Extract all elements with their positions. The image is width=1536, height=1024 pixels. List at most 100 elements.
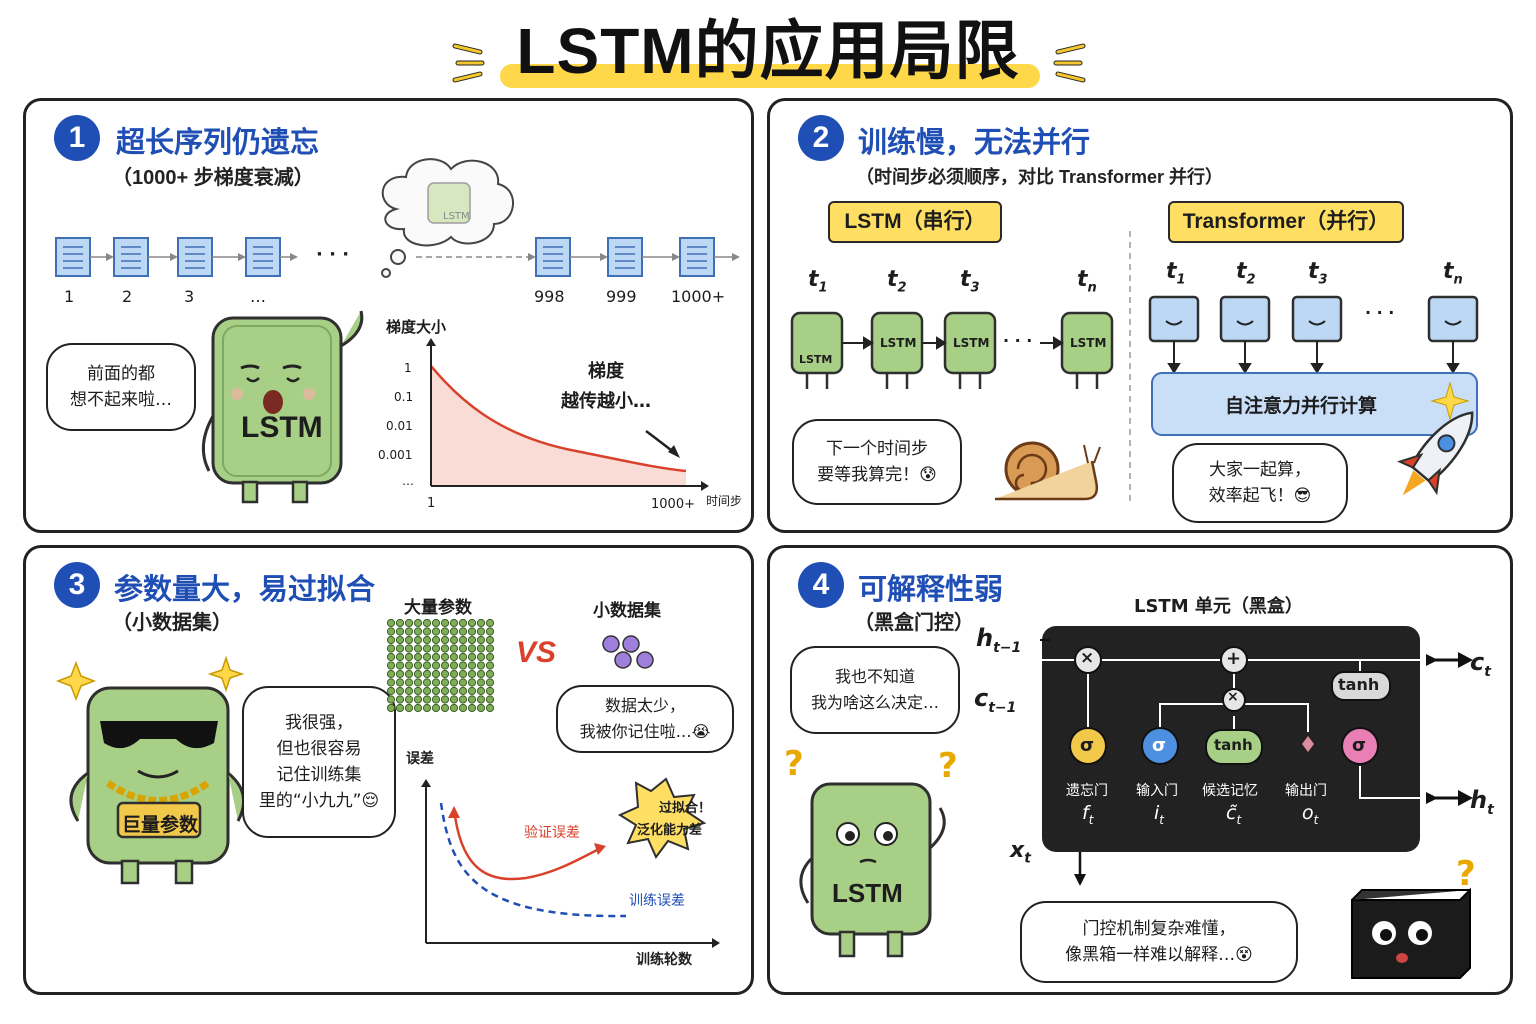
param-dot (440, 686, 450, 696)
h-out-label: ht (1470, 786, 1494, 818)
bubble-line: 里的“小九九”😌 (258, 791, 380, 811)
serial-vs-parallel-diagram (790, 231, 1479, 501)
param-dot (440, 618, 450, 628)
param-dot (386, 635, 396, 645)
param-dot (440, 627, 450, 636)
bubble-line: 下一个时间步 (826, 439, 928, 459)
speech-bubble: 前面的都 想不起来啦… (46, 343, 196, 431)
param-dot (431, 627, 441, 636)
param-dot (431, 678, 441, 687)
param-dot (431, 669, 441, 679)
param-dot (440, 661, 450, 670)
param-dot (449, 652, 459, 662)
param-dot (458, 678, 468, 687)
panel-subtitle: （时间步必须顺序，对比 Transformer 并行） (856, 167, 1224, 187)
param-dot (395, 669, 405, 679)
param-dot (404, 686, 414, 696)
panel-subtitle: （黑盒门控） (854, 612, 974, 634)
param-dot (476, 678, 486, 687)
t-label: tn (1077, 267, 1097, 296)
bubble-line: 我被你记住啦…😭 (579, 722, 711, 741)
param-dot (422, 618, 432, 628)
param-dot (422, 669, 432, 679)
gate-name: 输出门 (1285, 783, 1327, 799)
speech-bubble-bottom: 门控机制复杂难懂， 像黑箱一样难以解释…😵 (1020, 901, 1298, 983)
lstm-blackbox-diagram (799, 626, 1473, 979)
param-dot (386, 652, 396, 662)
y-tick: 1 (404, 361, 412, 375)
bubble-line: 要等我算完！😰 (817, 465, 937, 485)
attention-label: 自注意力并行计算 (1225, 395, 1378, 417)
document-icon (55, 237, 91, 277)
param-dot (386, 618, 396, 628)
param-dot (404, 661, 414, 670)
tanh-candidate: tanh (1214, 736, 1253, 754)
param-dot (431, 695, 441, 704)
param-dot (458, 635, 468, 645)
mascot-label: LSTM (241, 411, 323, 444)
param-dot (485, 652, 495, 662)
document-icon (679, 237, 715, 277)
param-dot (422, 644, 432, 653)
burst-line: 泛化能力差 (637, 823, 703, 838)
gradient-decay-chart (426, 338, 709, 491)
param-dot (422, 678, 432, 687)
speech-bubble-top: 我也不知道 我为啥这么决定… (790, 646, 960, 734)
param-dot (395, 686, 405, 696)
param-dot (467, 686, 477, 696)
param-dot (449, 703, 459, 713)
annotation-line: 梯度 (588, 361, 624, 382)
bubble-line: 想不起来啦… (70, 390, 172, 410)
y-tick: … (402, 474, 414, 488)
param-dot (431, 618, 441, 628)
param-dot (413, 635, 423, 645)
param-dot (476, 686, 486, 696)
param-dot (476, 635, 486, 645)
param-dot (386, 669, 396, 679)
panel-title: 可解释性弱 (858, 574, 1004, 606)
param-dot (395, 661, 405, 670)
param-dot (413, 627, 423, 636)
panel-number: 4 (798, 562, 844, 608)
add-op: + (1226, 648, 1242, 669)
param-dot (395, 635, 405, 645)
bubble-line: 效率起飞！😎 (1208, 486, 1312, 506)
param-dot (386, 661, 396, 670)
sad-lstm-mascot-icon (201, 310, 364, 504)
param-dot (449, 644, 459, 653)
document-icon (535, 237, 571, 277)
param-dot (476, 703, 486, 713)
param-dot (458, 661, 468, 670)
t-label: t1 (1166, 259, 1186, 288)
t-label: tn (1443, 259, 1463, 288)
param-dot (422, 627, 432, 636)
y-tick: 0.01 (386, 419, 413, 433)
gate-var: c̃t (1226, 802, 1242, 827)
multiply-op: × (1227, 689, 1239, 705)
param-dot (386, 627, 396, 636)
document-icon (177, 237, 213, 277)
bubble-line: 我为啥这么决定… (810, 693, 939, 712)
t-label: t2 (887, 267, 907, 296)
param-dot (476, 661, 486, 670)
param-dot (449, 695, 459, 704)
param-dot (413, 652, 423, 662)
param-dot (404, 635, 414, 645)
param-dot (476, 644, 486, 653)
seq-label: 3 (184, 287, 195, 306)
param-dot (467, 618, 477, 628)
param-dot (413, 618, 423, 628)
panel-number: 3 (54, 562, 100, 608)
param-dot (467, 644, 477, 653)
param-dot (422, 635, 432, 645)
seq-label: … (250, 287, 266, 306)
question-icon: ? (1456, 854, 1476, 894)
seq-ellipsis: · · · (316, 244, 350, 265)
param-dot (395, 652, 405, 662)
speech-bubble-parallel: 大家一起算， 效率起飞！😎 (1172, 443, 1348, 523)
t-label: t2 (1236, 259, 1256, 288)
param-dot (404, 627, 414, 636)
x-input-label: xt (1010, 838, 1031, 867)
param-dot (449, 635, 459, 645)
document-icon (245, 237, 281, 277)
